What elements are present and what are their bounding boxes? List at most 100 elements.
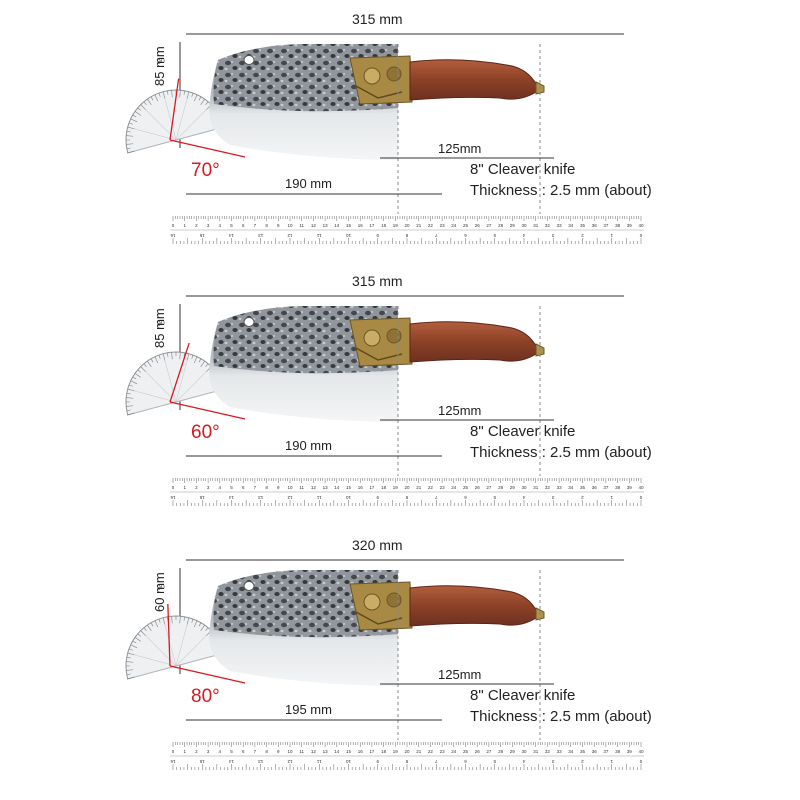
protractor-spoke xyxy=(134,665,177,678)
handle-length-label: 125mm xyxy=(438,667,482,682)
protractor-tick xyxy=(191,618,194,623)
protractor-tick xyxy=(126,393,131,395)
protractor-tick xyxy=(167,90,169,95)
ruler-number-cm: 4 xyxy=(219,749,222,754)
ruler-number-inch: 15 xyxy=(199,233,205,238)
protractor-tick xyxy=(198,358,202,363)
ruler-number-inch: 11 xyxy=(316,759,321,764)
protractor-tick xyxy=(147,98,152,105)
ruler-number-cm: 13 xyxy=(323,485,329,490)
ruler-number-inch: 4 xyxy=(522,759,525,764)
handle-length-label: 125mm xyxy=(438,141,482,156)
ruler-number-cm: 14 xyxy=(334,749,340,754)
protractor-tick xyxy=(130,118,138,123)
ruler-number-cm: 34 xyxy=(568,749,574,754)
height-label: 60 mm xyxy=(152,572,167,612)
ruler-number-cm: 21 xyxy=(416,223,422,228)
ruler-number-cm: 15 xyxy=(346,749,352,754)
ruler-number-cm: 16 xyxy=(358,749,364,754)
ruler-number-cm: 7 xyxy=(254,223,257,228)
thickness-label: Thickness : 2.5 mm (about) xyxy=(470,708,652,725)
ruler-number-cm: 35 xyxy=(580,749,586,754)
product-title: 8" Cleaver knife xyxy=(470,687,576,704)
ruler-number-inch: 5 xyxy=(493,495,496,500)
ruler-number-inch: 3 xyxy=(552,233,555,238)
ruler-number-cm: 0 xyxy=(172,485,175,490)
protractor-tick xyxy=(171,90,173,98)
angle-label: 60° xyxy=(191,422,220,443)
protractor-spoke xyxy=(164,624,177,667)
hang-hole xyxy=(243,55,255,65)
handle xyxy=(409,59,545,101)
ruler-number-inch: 5 xyxy=(493,233,496,238)
protractor-tick xyxy=(126,135,134,137)
protractor-tick xyxy=(175,615,177,621)
ruler-number-cm: 1 xyxy=(183,223,186,228)
protractor: 90 xyxy=(125,319,225,416)
ruler-number-cm: 23 xyxy=(440,749,446,754)
ruler-number-cm: 25 xyxy=(463,223,469,228)
ruler-number-inch: 14 xyxy=(229,495,235,500)
protractor-tick xyxy=(126,673,131,675)
protractor-tick xyxy=(158,92,161,97)
ruler-number-cm: 32 xyxy=(545,485,551,490)
ruler-number-cm: 26 xyxy=(475,749,481,754)
protractor-tick xyxy=(183,616,185,621)
ruler-number-cm: 11 xyxy=(299,749,304,754)
protractor-tick xyxy=(171,352,173,360)
protractor-tick xyxy=(132,376,137,380)
protractor-tick xyxy=(205,627,209,631)
knife-illustration: 90 xyxy=(125,295,624,476)
protractor-tick xyxy=(128,648,133,651)
ruler-number-inch: 16 xyxy=(170,759,176,764)
protractor-spoke xyxy=(175,128,218,141)
ruler-number-cm: 29 xyxy=(510,223,516,228)
ruler-number-cm: 27 xyxy=(486,485,492,490)
ruler-number-cm: 0 xyxy=(172,223,175,228)
ruler-number-cm: 37 xyxy=(603,749,609,754)
ruler-number-cm: 8 xyxy=(265,223,268,228)
ruler-number-cm: 27 xyxy=(486,749,492,754)
ruler-number-inch: 2 xyxy=(581,495,584,500)
protractor-spoke xyxy=(134,390,177,403)
ruler-number-cm: 16 xyxy=(358,223,364,228)
ruler-number-inch: 7 xyxy=(435,495,438,500)
protractor-tick xyxy=(186,617,190,625)
protractor-tick xyxy=(128,122,133,125)
protractor-tick xyxy=(125,139,131,141)
ruler-number-cm: 2 xyxy=(195,223,198,228)
ruler-number-cm: 22 xyxy=(428,223,434,228)
protractor-tick xyxy=(126,131,131,133)
ruler-number-inch: 15 xyxy=(199,495,205,500)
ruler-number-cm: 39 xyxy=(627,485,633,490)
protractor-label: 90 xyxy=(156,57,165,66)
ruler-number-cm: 16 xyxy=(358,485,364,490)
ruler-number-cm: 35 xyxy=(580,223,586,228)
protractor-tick xyxy=(132,114,137,118)
protractor-spoke xyxy=(175,109,207,141)
protractor-tick xyxy=(205,363,209,367)
ruler-number-inch: 2 xyxy=(581,759,584,764)
protractor-tick xyxy=(198,622,202,627)
ruler-number-cm: 2 xyxy=(195,485,198,490)
ruler-number-inch: 2 xyxy=(581,233,584,238)
protractor-tick xyxy=(126,657,131,659)
ruler-number-inch: 6 xyxy=(464,233,467,238)
protractor-tick xyxy=(127,388,135,392)
protractor-tick xyxy=(130,380,138,385)
ruler-number-inch: 0 xyxy=(639,495,642,500)
ruler-number-inch: 11 xyxy=(316,233,321,238)
protractor-spoke xyxy=(134,139,177,152)
ruler-number-cm: 33 xyxy=(557,749,563,754)
ruler-number-inch: 12 xyxy=(287,233,293,238)
protractor-spoke xyxy=(175,98,188,141)
ruler-number-cm: 11 xyxy=(299,223,304,228)
bolster xyxy=(349,317,413,367)
ruler-number-cm: 21 xyxy=(416,749,422,754)
angle-line-ray xyxy=(169,78,180,141)
protractor-tick xyxy=(162,353,166,361)
ruler-number-inch: 12 xyxy=(287,759,293,764)
ruler-number-inch: 4 xyxy=(522,233,525,238)
ruler-number-cm: 24 xyxy=(451,749,457,754)
